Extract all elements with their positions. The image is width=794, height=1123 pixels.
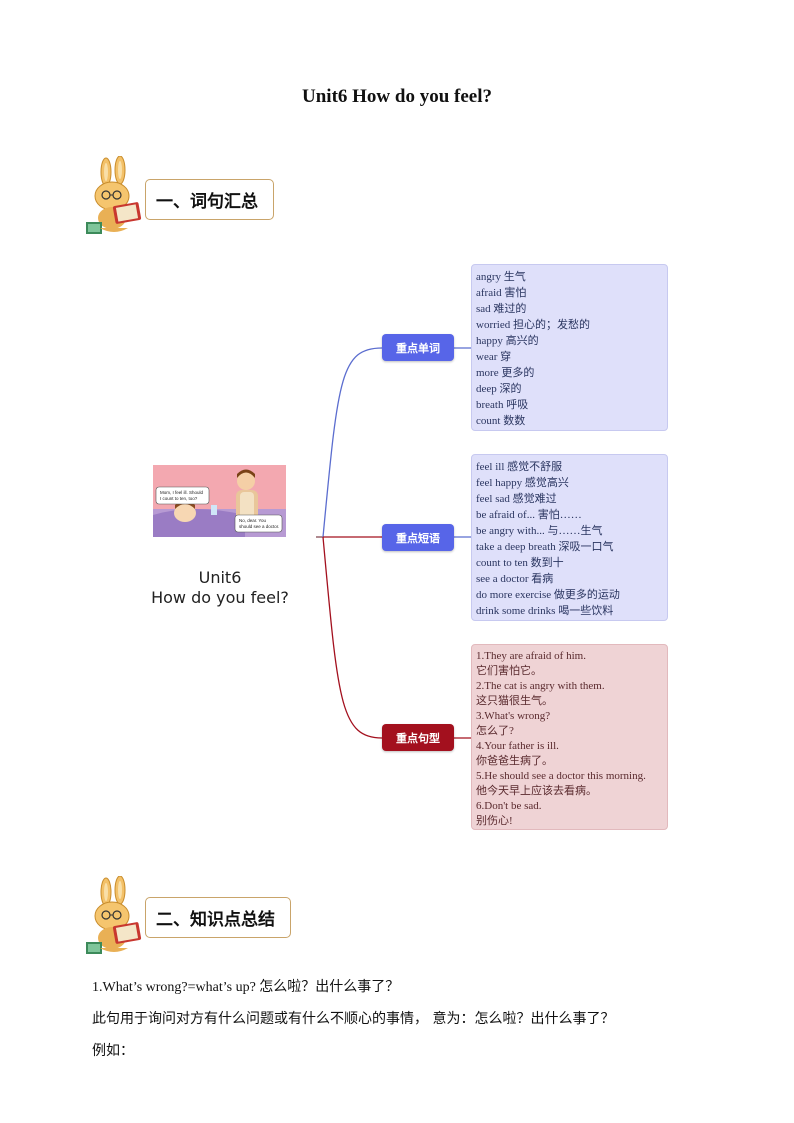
branch-key-words[interactable]: 重点单词 xyxy=(382,334,454,361)
list-item: count to ten 数到十 xyxy=(476,557,564,569)
list-item: count 数数 xyxy=(476,415,526,427)
list-item: 1.They are afraid of him. xyxy=(476,650,586,662)
branch-key-sentences[interactable]: 重点句型 xyxy=(382,724,454,751)
key-phrases-card: feel ill 感觉不舒服 feel happy 感觉高兴 feel sad … xyxy=(471,454,668,621)
list-item: 它们害怕它。 xyxy=(476,665,542,677)
list-item: feel happy 感觉高兴 xyxy=(476,477,569,489)
list-item: be angry with... 与……生气 xyxy=(476,525,603,537)
list-item: 怎么了? xyxy=(476,725,514,737)
bubble-doctor-line1: No, dear. You xyxy=(239,518,267,523)
list-item: 3.What's wrong? xyxy=(476,710,551,722)
rabbit-reading-mascot-icon xyxy=(84,875,148,958)
list-item: happy 高兴的 xyxy=(476,335,539,347)
branch-key-phrases[interactable]: 重点短语 xyxy=(382,524,454,551)
list-item: drink some drinks 喝一些饮料 xyxy=(476,605,614,617)
list-item: 2.The cat is angry with them. xyxy=(476,680,605,692)
illustration-sick-girl-image: Mom, I feel ill. Should I count to ten, … xyxy=(153,465,286,537)
list-item: 他今天早上应该去看病。 xyxy=(476,785,597,797)
key-words-card: angry 生气 afraid 害怕 sad 难过的 worried 担心的；发… xyxy=(471,264,668,431)
bubble-mom-line2: I count to ten, too? xyxy=(160,496,198,501)
bubble-doctor-line2: should see a doctor. xyxy=(239,524,279,529)
list-item: deep 深的 xyxy=(476,383,522,395)
knowledge-example-label: 例如： xyxy=(92,1043,134,1059)
rabbit-reading-mascot-icon xyxy=(84,155,148,238)
section-heading-knowledge: 二、知识点总结 xyxy=(145,897,291,938)
list-item: worried 担心的；发愁的 xyxy=(476,319,590,331)
list-item: 别伤心! xyxy=(476,815,513,827)
list-item: 5.He should see a doctor this morning. xyxy=(476,770,646,782)
document-title: Unit6 How do you feel? xyxy=(302,86,492,107)
section-heading-vocabulary: 一、词句汇总 xyxy=(145,179,274,220)
knowledge-explanation: 此句用于询问对方有什么问题或有什么不顺心的事情， 意为：怎么啦？出什么事了？ xyxy=(92,1011,615,1027)
list-item: afraid 害怕 xyxy=(476,287,527,299)
key-sentences-card: 1.They are afraid of him. 它们害怕它。 2.The c… xyxy=(471,644,668,830)
mindmap-center-title: Unit6 How do you feel? xyxy=(130,568,310,608)
list-item: wear 穿 xyxy=(476,351,512,363)
list-item: 6.Don't be sad. xyxy=(476,800,542,812)
list-item: be afraid of... 害怕…… xyxy=(476,509,582,521)
list-item: take a deep breath 深吸一口气 xyxy=(476,541,614,553)
center-title-unit: Unit6 xyxy=(198,568,242,587)
list-item: feel sad 感觉难过 xyxy=(476,493,557,505)
list-item: more 更多的 xyxy=(476,367,535,379)
list-item: do more exercise 做更多的运动 xyxy=(476,589,620,601)
list-item: breath 呼吸 xyxy=(476,399,529,411)
list-item: angry 生气 xyxy=(476,271,526,283)
center-title-question: How do you feel? xyxy=(151,588,289,607)
list-item: sad 难过的 xyxy=(476,303,527,315)
connector-sentences xyxy=(322,536,383,739)
list-item: 4.Your father is ill. xyxy=(476,740,559,752)
list-item: see a doctor 看病 xyxy=(476,573,554,585)
knowledge-point-1: 1.What’s wrong?=what’s up? 怎么啦？出什么事了？ xyxy=(92,980,400,995)
list-item: feel ill 感觉不舒服 xyxy=(476,461,563,473)
list-item: 你爸爸生病了。 xyxy=(476,755,553,767)
bubble-mom-line1: Mom, I feel ill. Should xyxy=(160,490,204,495)
connector-words xyxy=(322,347,383,538)
list-item: 这只猫很生气。 xyxy=(476,695,553,707)
